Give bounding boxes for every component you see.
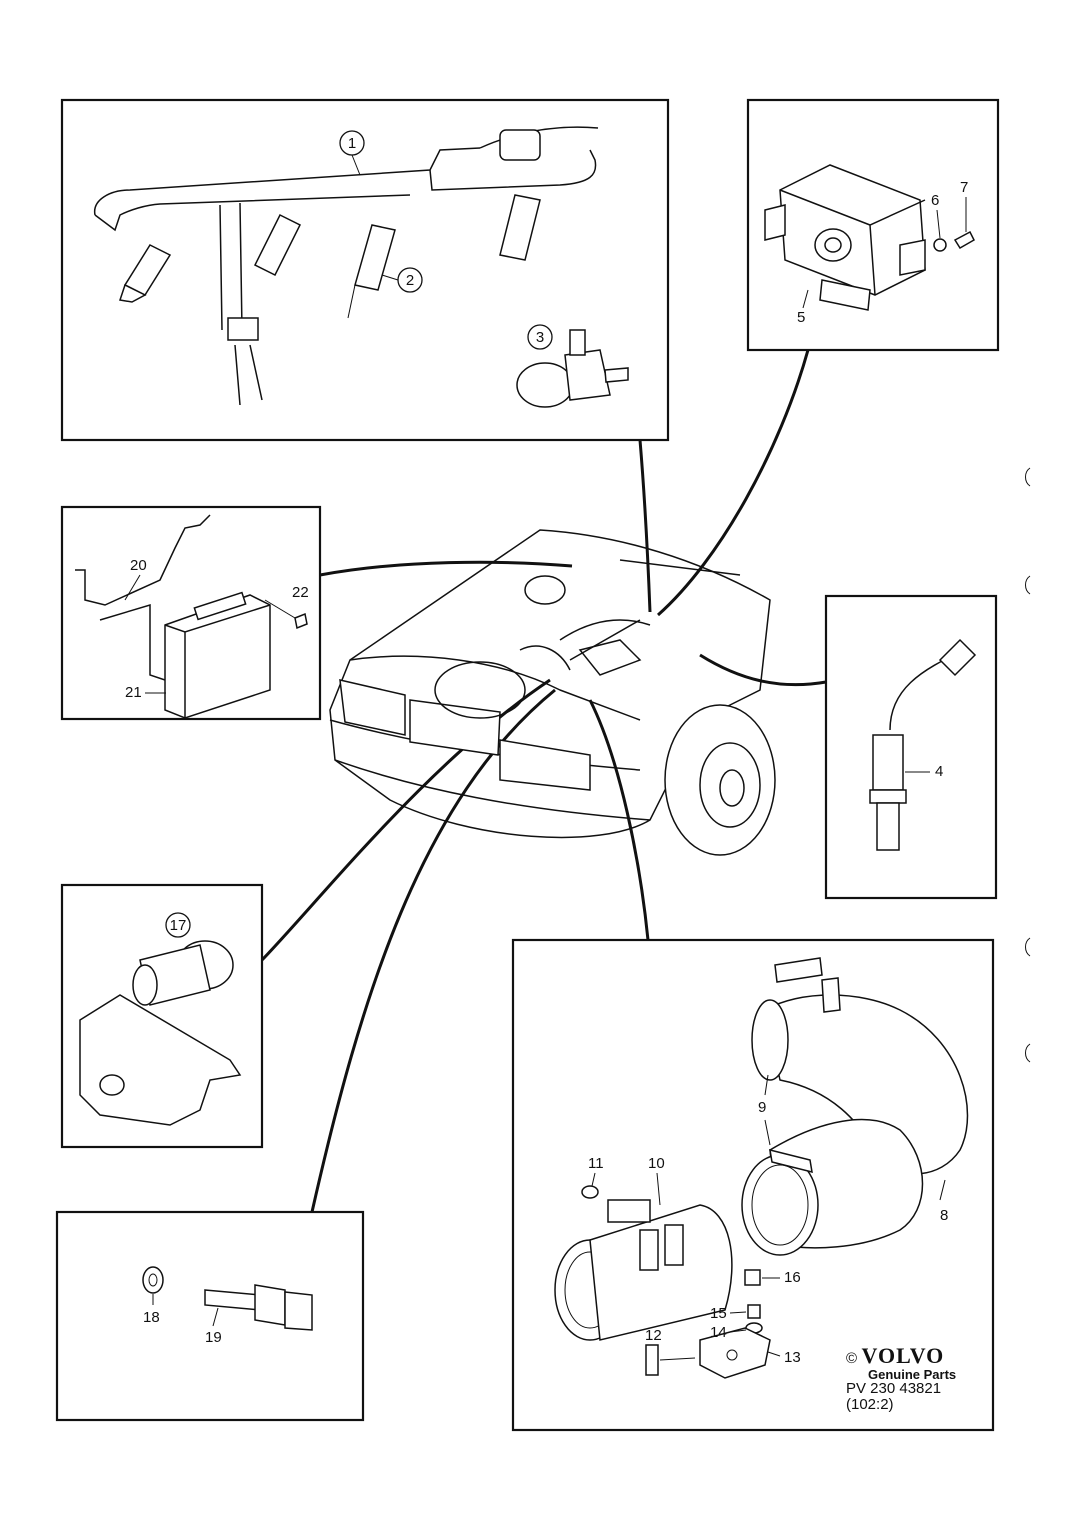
callout-16: 16 bbox=[784, 1269, 801, 1286]
genuine-parts-label: Genuine Parts bbox=[868, 1366, 957, 1382]
panel-fuel-rail: 1 2 3 bbox=[60, 98, 670, 442]
callout-6: 6 bbox=[931, 192, 939, 209]
callout-11: 11 bbox=[588, 1155, 604, 1172]
injector-icon bbox=[347, 224, 396, 319]
injector-icon bbox=[119, 244, 172, 303]
panel-idle-valve: 17 bbox=[60, 883, 264, 1149]
injector-icon bbox=[499, 194, 541, 261]
volvo-logo-text: VOLVO bbox=[861, 1343, 945, 1368]
callout-15: 15 bbox=[710, 1305, 727, 1322]
callout-19: 19 bbox=[205, 1329, 222, 1346]
panel-throttle-sensor: 5 6 7 bbox=[746, 98, 1000, 352]
flex-hose-icon bbox=[741, 1118, 924, 1256]
copyright-symbol: © bbox=[846, 1350, 858, 1367]
callout-13: 13 bbox=[784, 1349, 801, 1366]
callout-5: 5 bbox=[797, 309, 805, 326]
throttle-sensor-icon bbox=[764, 164, 926, 311]
lambda-sensor-icon bbox=[869, 638, 977, 851]
callout-14: 14 bbox=[710, 1324, 727, 1341]
idle-valve-icon bbox=[79, 940, 242, 1126]
control-unit-icon bbox=[164, 591, 271, 719]
callout-9: 9 bbox=[758, 1099, 766, 1116]
callout-18: 18 bbox=[143, 1309, 160, 1326]
callout-3: 3 bbox=[536, 329, 544, 346]
pressure-regulator-icon bbox=[516, 329, 629, 408]
callout-4: 4 bbox=[935, 763, 943, 780]
air-hose-icon bbox=[751, 957, 969, 1175]
callout-1: 1 bbox=[348, 135, 356, 152]
air-mass-meter-icon bbox=[554, 1185, 733, 1341]
callout-8: 8 bbox=[940, 1207, 948, 1224]
callout-21: 21 bbox=[125, 684, 142, 701]
callout-12: 12 bbox=[645, 1327, 662, 1344]
car-drawing bbox=[329, 529, 776, 856]
injector-icon bbox=[253, 213, 302, 277]
callout-17: 17 bbox=[170, 917, 187, 934]
callout-20: 20 bbox=[130, 557, 147, 574]
panel-lambda-sensor: 4 bbox=[824, 594, 998, 900]
panel-temp-sensor: 18 19 bbox=[55, 1210, 365, 1422]
panel-air-mass-meter: 8 9 10 11 12 13 14 15 16 bbox=[511, 938, 995, 1432]
callout-7: 7 bbox=[960, 179, 968, 196]
temp-sensor-icon bbox=[204, 1284, 313, 1331]
part-number-label: PV 230 43821 bbox=[846, 1380, 942, 1398]
callout-22: 22 bbox=[292, 584, 309, 601]
callout-2: 2 bbox=[406, 272, 414, 289]
panel-control-unit: 20 21 22 bbox=[60, 505, 322, 721]
callout-10: 10 bbox=[648, 1155, 665, 1172]
page-code-label: (102:2) bbox=[846, 1396, 894, 1414]
copyright-block: © VOLVO Genuine Parts PV 230 43821 (102:… bbox=[846, 1344, 996, 1413]
margin-marks bbox=[1025, 467, 1031, 1063]
